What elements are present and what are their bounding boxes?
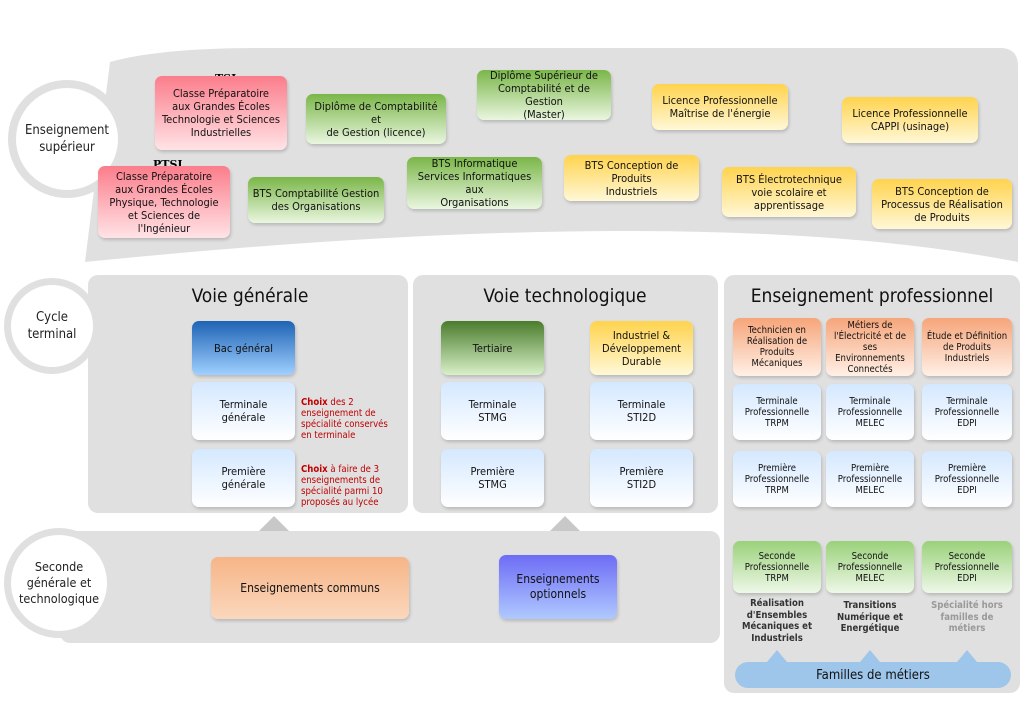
tertiaire-box: Tertiaire [441, 321, 544, 375]
arrow-up-techno [550, 516, 580, 531]
metier-edpi-box: Étude et Définition de Produits Industri… [922, 318, 1012, 376]
note-terminale-bold: Choix [301, 397, 328, 408]
famille-transitions-text: Transitions Numérique et Energétique [837, 600, 903, 634]
ptsi-box: Classe Préparatoire aux Grandes Écoles P… [98, 166, 230, 238]
note-premiere: Choix à faire de 3 enseignements de spéc… [301, 453, 401, 508]
seconde-trpm-box: Seconde Professionnelle TRPM [733, 541, 821, 593]
techno-title: Voie technologique [483, 285, 647, 307]
premiere-melec-box: Première Professionnelle MELEC [826, 451, 914, 507]
premiere-generale-box: Première générale [192, 449, 295, 507]
terminale-generale-box: Terminale générale [192, 382, 295, 440]
arrow-up-generale [259, 516, 289, 531]
famille-arrow-3 [957, 650, 977, 662]
pro-title: Enseignement professionnel [750, 285, 994, 307]
bts-cg-box: BTS Comptabilité Gestion des Organisatio… [248, 177, 384, 223]
bts-cprp-box: BTS Conception de Processus de Réalisati… [872, 179, 1012, 229]
bts-sio-box: BTS Informatique Services Informatiques … [407, 157, 542, 209]
famille-realisation-text: Réalisation d'Ensembles Mécaniques et In… [741, 598, 813, 644]
famille-arrow-2 [860, 650, 880, 662]
famille-hors-text: Spécialité hors familles de métiers [931, 600, 1003, 634]
industriel-box: Industriel & Développement Durable [590, 321, 693, 375]
note-terminale-text: des 2 enseignement de spécialité conserv… [301, 397, 388, 441]
seconde-edpi-box: Seconde Professionnelle EDPI [922, 541, 1012, 593]
premiere-trpm-box: Première Professionnelle TRPM [733, 451, 821, 507]
lp-energie-box: Licence Professionnelle Maîtrise de l'én… [652, 84, 788, 130]
bts-elec-box: BTS Électrotechnique voie scolaire et ap… [722, 167, 856, 217]
note-terminale: Choix des 2 enseignement de spécialité c… [301, 386, 401, 441]
familles-metiers-label: Familles de métiers [816, 667, 930, 683]
seconde-circle: Seconde générale et technologique [4, 528, 114, 638]
dcg-box: Diplôme de Comptabilité et de Gestion (l… [306, 94, 446, 144]
terminale-edpi-box: Terminale Professionnelle EDPI [922, 384, 1012, 440]
note-premiere-text: à faire de 3 enseignements de spécialité… [301, 464, 383, 508]
lp-cappi-box: Licence Professionnelle CAPPI (usinage) [842, 97, 978, 143]
terminale-melec-box: Terminale Professionnelle MELEC [826, 384, 914, 440]
bts-cpi-box: BTS Conception de Produits Industriels [564, 155, 699, 201]
premiere-sti2d-box: Première STI2D [590, 449, 693, 507]
bac-general-box: Bac général [192, 321, 295, 375]
enseignements-optionnels-box: Enseignements optionnels [499, 555, 617, 619]
terminale-stmg-box: Terminale STMG [441, 382, 544, 440]
premiere-edpi-box: Première Professionnelle EDPI [922, 451, 1012, 507]
note-premiere-bold: Choix [301, 464, 328, 475]
tsi-box: Classe Préparatoire aux Grandes Écoles T… [155, 76, 287, 150]
cycle-circle: Cycle terminal [4, 278, 100, 374]
familles-metiers-bar: Familles de métiers [735, 662, 1011, 688]
terminale-trpm-box: Terminale Professionnelle TRPM [733, 384, 821, 440]
enseignements-communs-box: Enseignements communs [211, 557, 409, 619]
dscg-box: Diplôme Supérieur de Comptabilité et de … [477, 69, 611, 121]
famille-arrow-1 [767, 650, 787, 662]
terminale-sti2d-box: Terminale STI2D [590, 382, 693, 440]
generale-title: Voie générale [191, 285, 309, 307]
metier-melec-box: Métiers de l'Électricité et de ses Envir… [826, 318, 914, 376]
seconde-melec-box: Seconde Professionnelle MELEC [826, 541, 914, 593]
premiere-stmg-box: Première STMG [441, 449, 544, 507]
metier-trpm-box: Technicien en Réalisation de Produits Mé… [733, 318, 821, 376]
